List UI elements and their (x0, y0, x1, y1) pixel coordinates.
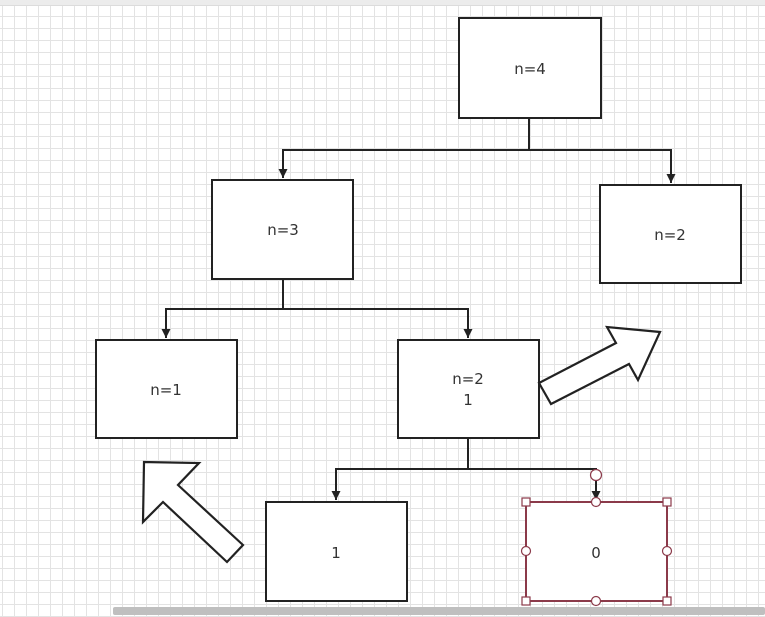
node-n3-box[interactable] (211, 179, 354, 280)
resize-handle-left[interactable] (520, 545, 532, 557)
node-n2-mid-result: 1 (463, 391, 473, 409)
node-leaf-one-label: 1 (331, 544, 341, 562)
horizontal-scrollbar[interactable] (113, 607, 765, 615)
node-n2-mid[interactable]: n=2 1 (397, 339, 540, 439)
resize-handle-bottom[interactable] (590, 595, 602, 607)
node-n2-mid-label: n=2 (452, 370, 484, 388)
connector-n4-to-n2 (529, 149, 676, 183)
node-n4[interactable]: n=4 (458, 17, 602, 119)
node-n2-right[interactable]: n=2 (599, 184, 742, 284)
node-leaf-zero-label: 0 (591, 544, 601, 562)
block-arrow-up-right[interactable] (537, 325, 662, 406)
node-n4-label: n=4 (514, 60, 546, 78)
node-n2-mid-box[interactable] (397, 339, 540, 439)
connector-n3-children (161, 279, 473, 338)
node-n4-box[interactable] (458, 17, 602, 119)
node-n3-label: n=3 (267, 221, 299, 239)
connector-n2-children (331, 438, 601, 500)
node-n2-right-label: n=2 (654, 226, 686, 244)
node-n1-label: n=1 (150, 381, 182, 399)
node-leaf-zero-box[interactable] (525, 501, 668, 602)
connector-n3-to-n1 (161, 279, 284, 338)
node-leaf-zero-selected[interactable]: 0 (520, 468, 673, 607)
rotate-handle[interactable] (589, 468, 603, 482)
selection-handles[interactable] (520, 468, 673, 607)
node-n3[interactable]: n=3 (211, 179, 354, 280)
connector-n2-to-leaf-zero (468, 468, 601, 500)
connector-n4-to-n3 (278, 118, 530, 178)
connector-n2-to-leaf-one (331, 438, 469, 500)
resize-handle-top-right[interactable] (662, 497, 672, 507)
resize-handle-bottom-right[interactable] (662, 596, 672, 606)
node-leaf-one[interactable]: 1 (265, 501, 408, 602)
resize-handle-bottom-left[interactable] (521, 596, 531, 606)
connector-n3-to-n2 (283, 308, 473, 338)
node-n1[interactable]: n=1 (95, 339, 238, 439)
block-arrow-up-left[interactable] (141, 460, 245, 564)
connector-n4-children (278, 118, 676, 183)
node-n2-right-box[interactable] (599, 184, 742, 284)
node-leaf-one-box[interactable] (265, 501, 408, 602)
node-n1-box[interactable] (95, 339, 238, 439)
top-toolbar-strip (0, 0, 765, 6)
resize-handle-top[interactable] (590, 496, 602, 508)
resize-handle-right[interactable] (661, 545, 673, 557)
resize-handle-top-left[interactable] (521, 497, 531, 507)
